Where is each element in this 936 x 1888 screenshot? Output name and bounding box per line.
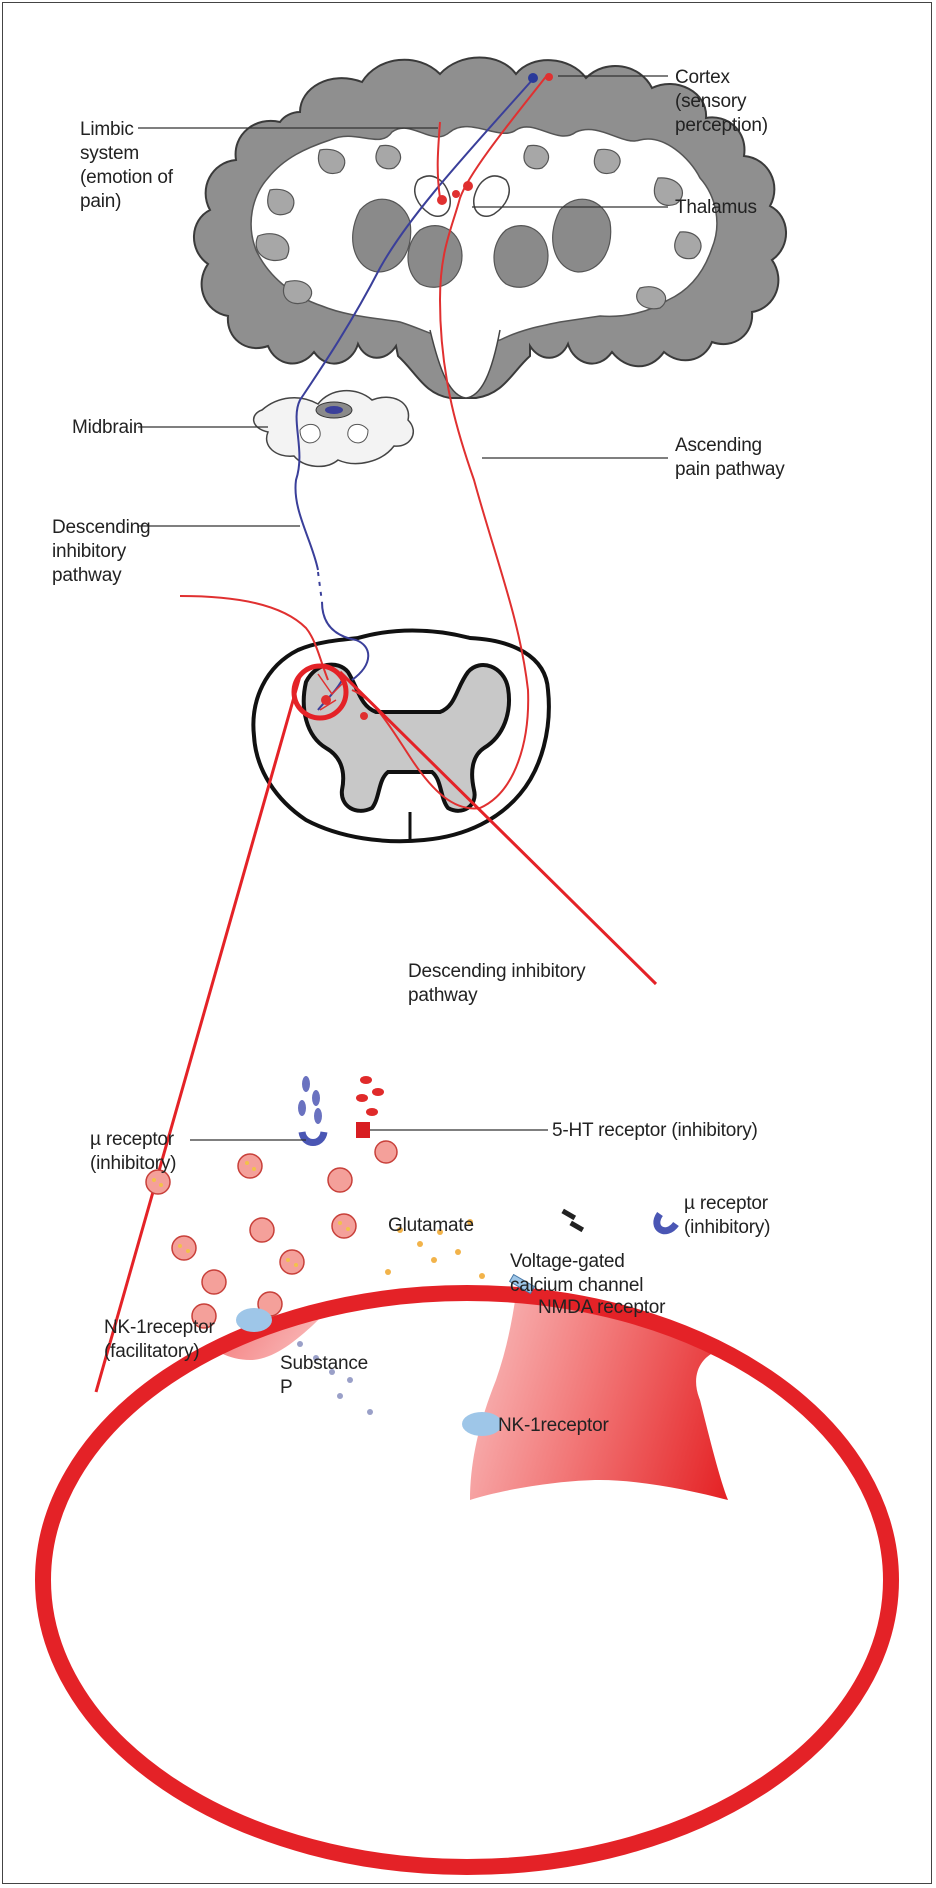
descending-dashed <box>318 572 322 602</box>
inset-label-descending: Descending inhibitory pathway <box>408 960 585 1008</box>
inset-label-mu-receptor-left: µ receptor (inhibitory) <box>90 1128 176 1176</box>
synapse-inset <box>43 910 891 1867</box>
inset-label-nmda-receptor: NMDA receptor <box>538 1296 665 1320</box>
nk1-receptor-left <box>236 1308 272 1332</box>
inset-label-vgcc: Voltage-gated calcium channel <box>510 1250 643 1298</box>
label-descending-inhibitory-pathway: Descending inhibitory pathway <box>52 516 150 588</box>
inset-label-nk1-right: NK-1receptor <box>498 1414 609 1438</box>
descending-terminal <box>247 910 433 1068</box>
inset-label-5ht-receptor: 5-HT receptor (inhibitory) <box>552 1119 758 1143</box>
cortex-blue-node <box>528 73 538 83</box>
vgcc-channel <box>561 1209 584 1232</box>
5ht-receptor <box>356 1122 370 1138</box>
magnifier-ray-left <box>96 676 300 1392</box>
opioid-molecules <box>298 1076 322 1124</box>
inset-label-nk1-left: NK-1receptor (facilitatory) <box>104 1316 215 1364</box>
label-cortex: Cortex (sensory perception) <box>675 66 768 138</box>
inset-label-mu-receptor-right: µ receptor (inhibitory) <box>684 1192 770 1240</box>
label-thalamus: Thalamus <box>675 196 757 220</box>
mu-receptor-right <box>657 1214 676 1231</box>
label-midbrain: Midbrain <box>72 416 143 440</box>
label-ascending-pain-pathway: Ascending pain pathway <box>675 434 785 482</box>
inset-label-substance-p: Substance P <box>280 1352 368 1400</box>
inset-label-glutamate: Glutamate <box>388 1214 474 1238</box>
nk1-receptor-right <box>462 1412 502 1436</box>
spinal-cord-section <box>253 631 548 843</box>
pag-nucleus <box>325 406 343 414</box>
serotonin-molecules <box>356 1076 384 1116</box>
label-limbic-system: Limbic system (emotion of pain) <box>80 118 173 214</box>
midbrain-section <box>254 391 414 467</box>
mu-receptor-left <box>302 1132 324 1143</box>
